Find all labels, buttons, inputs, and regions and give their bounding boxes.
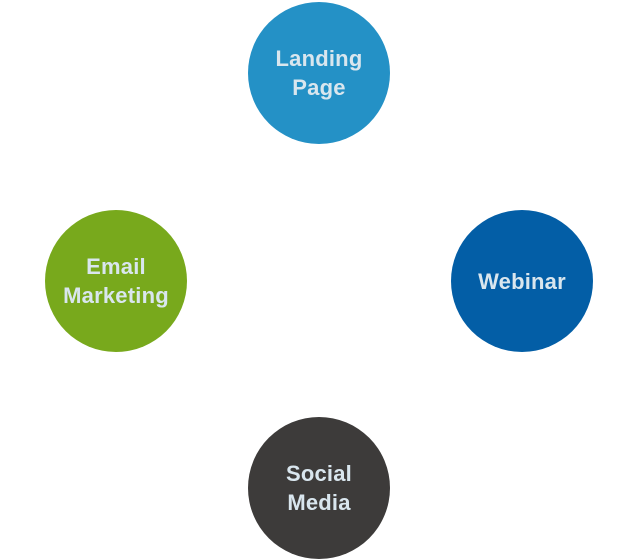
webinar-label: Webinar [478,268,566,294]
landing-page-label: Landing Page [275,46,363,100]
email-marketing-circle: Email Marketing [45,210,187,352]
email-marketing-label: Email Marketing [63,254,169,308]
landing-page-circle: Landing Page [248,2,390,144]
social-media-label: Social Media [285,461,352,515]
webinar-circle: Webinar [451,210,593,352]
social-media-circle: Social Media [248,417,390,559]
